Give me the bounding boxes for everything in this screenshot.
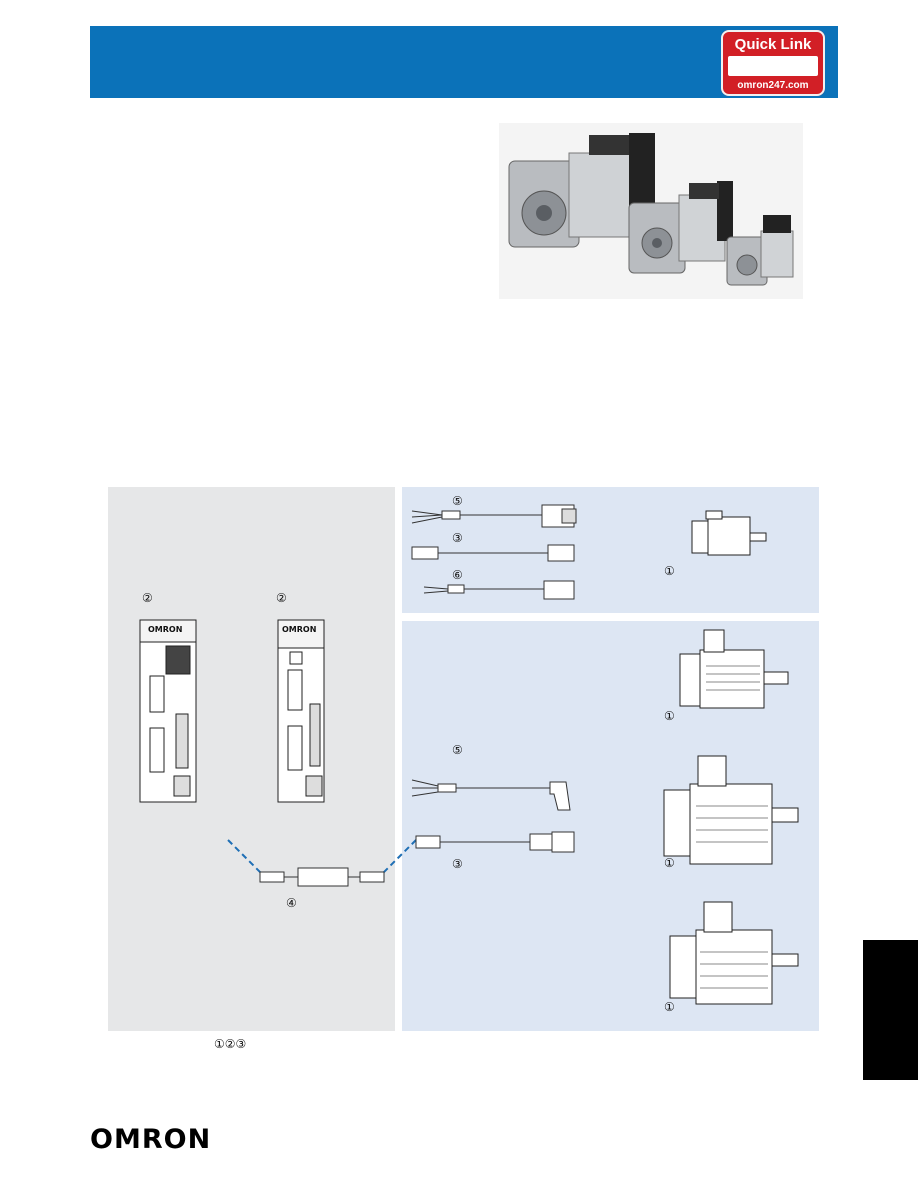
- servo-drivers-drawing: OMRON OMRON: [139, 619, 325, 803]
- callout-1-motor-large: ①: [664, 1000, 675, 1014]
- servo-motors-illustration: [508, 133, 794, 286]
- omron-logo: OMRON: [90, 1124, 212, 1155]
- header-bar: [90, 26, 838, 98]
- footnote-callouts: ①②③: [214, 1037, 247, 1051]
- quick-link-title: Quick Link: [734, 36, 812, 53]
- bottom-cables-diagram: [411, 779, 575, 853]
- callout-5-bottom: ⑤: [452, 743, 463, 757]
- callout-6-top: ⑥: [452, 568, 463, 582]
- quick-link-input-box[interactable]: [728, 56, 818, 76]
- callout-2-driver-a: ②: [142, 591, 153, 605]
- top-cables-diagram: [411, 504, 767, 600]
- callout-2-driver-b: ②: [276, 591, 287, 605]
- brake-cable-top: [423, 580, 575, 600]
- callout-4: ④: [286, 896, 297, 910]
- servo-driver-a: [139, 619, 197, 803]
- callout-1-small-motor: ①: [664, 564, 675, 578]
- encoder-cable-bottom: [415, 831, 575, 853]
- driver-b-logo: OMRON: [282, 625, 316, 634]
- encoder-cable-top: [411, 544, 575, 562]
- servo-driver-b: [277, 619, 325, 803]
- quick-link-url[interactable]: omron247.com: [737, 80, 809, 91]
- servo-motors-photo: [499, 123, 803, 299]
- callout-3-top: ③: [452, 531, 463, 545]
- power-cable-top: [411, 504, 577, 528]
- motor-large: [669, 901, 799, 1005]
- large-motors-drawing: [663, 629, 799, 1005]
- encoder-relay-cable: [227, 839, 417, 887]
- motor-medium-1: [679, 629, 789, 709]
- callout-3-bottom: ③: [452, 857, 463, 871]
- callout-1-motor-mid2: ①: [664, 856, 675, 870]
- callout-5-top: ⑤: [452, 494, 463, 508]
- power-cable-bottom: [411, 779, 571, 811]
- section-side-tab: [863, 940, 918, 1080]
- motor-medium-2: [663, 755, 799, 865]
- quick-link-badge[interactable]: Quick Link omron247.com: [721, 30, 825, 96]
- small-motor-drawing: [691, 510, 767, 556]
- callout-1-motor-mid1: ①: [664, 709, 675, 723]
- driver-a-logo: OMRON: [148, 625, 182, 634]
